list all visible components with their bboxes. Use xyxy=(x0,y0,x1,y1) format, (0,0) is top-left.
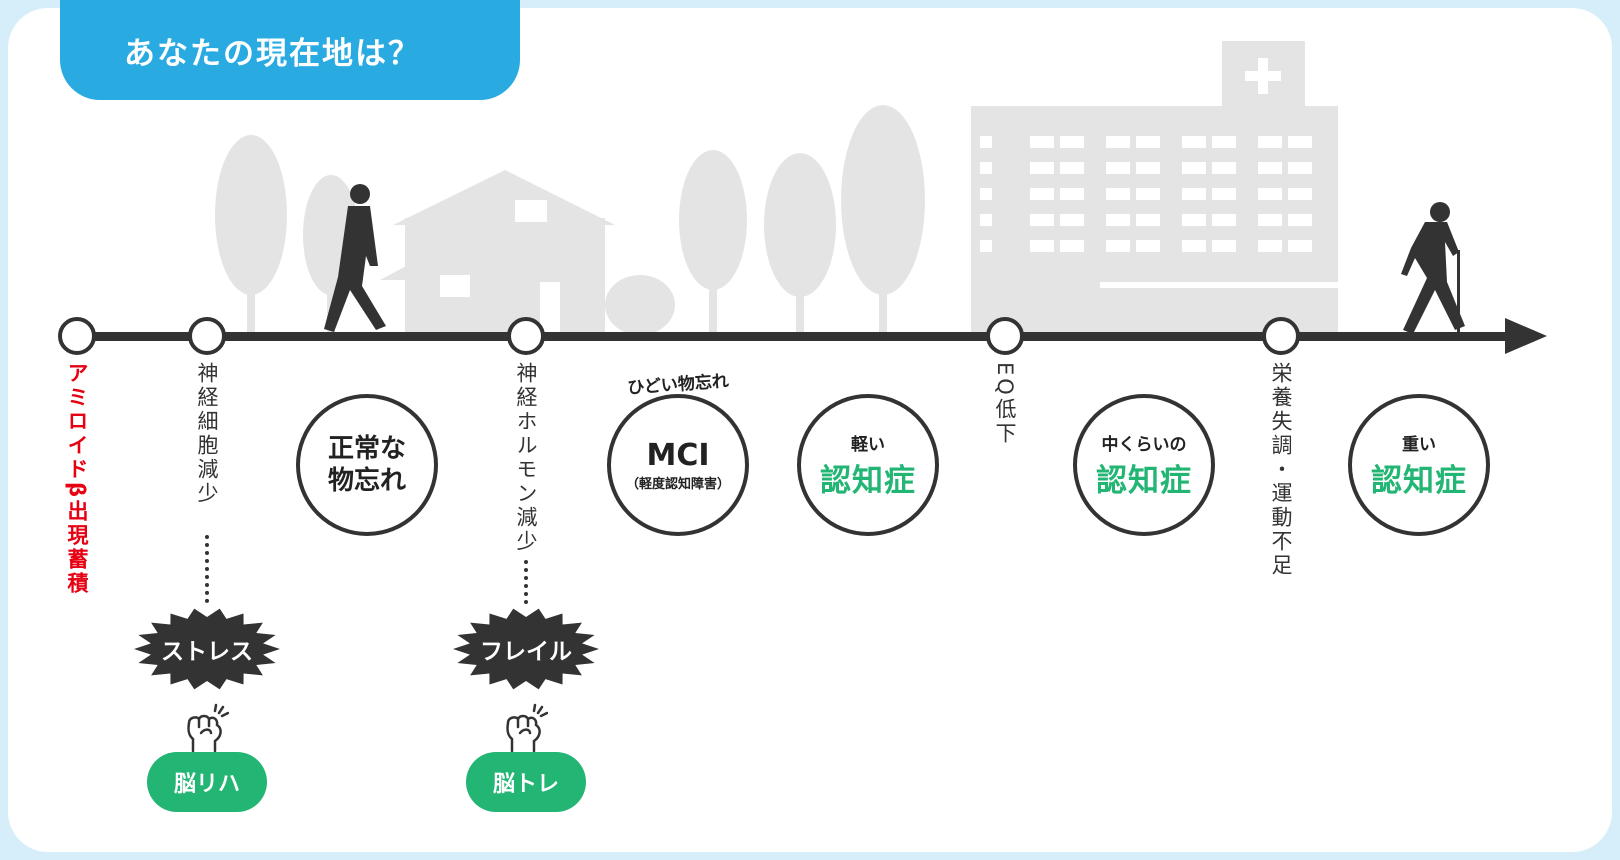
risk-burst-frailty: フレイル xyxy=(451,607,601,691)
stage-mci: MCI （軽度認知障害） xyxy=(607,394,749,536)
stage-severe-dementia: 重い 認知症 xyxy=(1348,394,1490,536)
house-icon xyxy=(380,170,615,336)
milestone-label: 神経細胞減少 xyxy=(195,362,219,506)
stage-text: 重い xyxy=(1402,435,1436,455)
stage-moderate-dementia: 中くらいの 認知症 xyxy=(1073,394,1215,536)
trees xyxy=(215,105,925,336)
hospital-icon xyxy=(971,41,1350,336)
stage-text: 正常な xyxy=(327,433,406,464)
tree-icon xyxy=(764,153,836,336)
elderly-man-with-cane-icon xyxy=(1401,202,1465,334)
stage-text: 認知症 xyxy=(1096,463,1192,499)
timeline-node xyxy=(986,317,1024,355)
dotted-connector xyxy=(205,535,209,603)
brain-training-badge: 脳トレ xyxy=(466,752,586,812)
timeline-nodes xyxy=(58,317,1300,355)
stage-text: 物忘れ xyxy=(327,466,406,496)
timeline-node xyxy=(507,317,545,355)
stage-text: 軽い xyxy=(851,435,885,455)
stage-text: 認知症 xyxy=(820,463,916,499)
stage-mild-dementia: 軽い 認知症 xyxy=(797,394,939,536)
burst-shape xyxy=(134,608,280,690)
stage-text: 中くらいの xyxy=(1101,435,1187,455)
timeline-node xyxy=(1262,317,1300,355)
stage-subtext: （軽度認知障害） xyxy=(625,477,730,492)
brain-rehab-badge: 脳リハ xyxy=(147,752,267,812)
risk-label: ストレス xyxy=(161,639,253,665)
stage-normal-forgetfulness: 正常な 物忘れ xyxy=(296,394,438,536)
timeline-axis xyxy=(77,318,1547,354)
risk-burst-stress: ストレス xyxy=(132,607,282,691)
arrow-head-icon xyxy=(1505,318,1547,354)
stage-text: 認知症 xyxy=(1371,463,1467,499)
tree-icon xyxy=(215,135,287,336)
page-title: あなたの現在地は？ xyxy=(60,0,520,100)
milestone-label: EQ低下 xyxy=(993,362,1017,446)
burst-shape xyxy=(453,608,599,690)
timeline-node xyxy=(58,317,96,355)
milestone-label: 神経ホルモン減少 xyxy=(514,362,538,554)
timeline-node xyxy=(188,317,226,355)
milestone-label: アミロイドβ出現蓄積 xyxy=(65,362,89,597)
fist-icon xyxy=(187,703,229,753)
fist-icon xyxy=(506,703,548,753)
risk-label: フレイル xyxy=(480,639,572,665)
dotted-connector xyxy=(524,560,528,604)
walking-man-icon xyxy=(324,184,386,332)
stage-text: MCI xyxy=(646,438,710,473)
tree-icon xyxy=(679,150,747,336)
milestone-label: 栄養失調・運動不足 xyxy=(1269,362,1293,578)
tree-icon xyxy=(841,105,925,336)
